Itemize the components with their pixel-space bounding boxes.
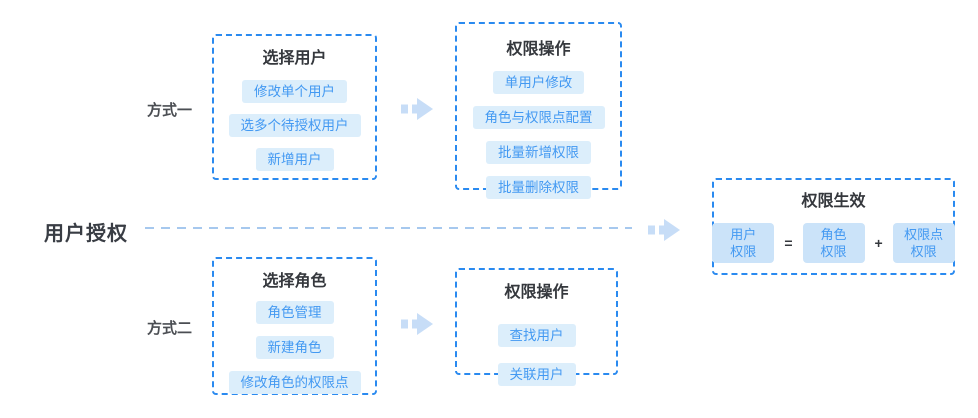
pill-create-role: 新建角色: [255, 336, 334, 359]
perm-ops-role-box: 权限操作 查找用户 关联用户: [455, 268, 618, 386]
flow-dashed-connector: [145, 227, 632, 229]
perm-effect-title: 权限生效: [801, 193, 866, 210]
plus-operator: +: [874, 235, 883, 251]
pill-role-management: 角色管理: [255, 301, 334, 324]
perm-ops-user-title: 权限操作: [506, 41, 571, 58]
select-role-box: 选择角色 角色管理 新建角色 修改角色的权限点: [212, 257, 377, 395]
arrow-right-icon: [401, 313, 433, 335]
pill-add-user: 新增用户: [255, 148, 334, 171]
pill-find-user: 查找用户: [497, 324, 576, 347]
select-user-title: 选择用户: [262, 50, 327, 67]
perm-effect-box: 权限生效 用户 权限 = 角色 权限 + 权限点 权限: [712, 178, 955, 275]
pill-link-user: 关联用户: [497, 363, 576, 386]
equals-operator: =: [784, 235, 793, 251]
term-perm-point-line2: 权限: [910, 244, 937, 259]
pill-role-perm-config: 角色与权限点配置: [472, 106, 605, 129]
perm-ops-role-title: 权限操作: [504, 284, 569, 301]
term-role-perm-line1: 角色: [820, 227, 847, 242]
pill-modify-role-perms: 修改角色的权限点: [228, 371, 361, 394]
select-user-items: 修改单个用户 选多个待授权用户 新增用户: [228, 80, 361, 171]
perm-ops-user-items: 单用户修改 角色与权限点配置 批量新增权限 批量删除权限: [472, 71, 605, 199]
term-user-perm: 用户 权限: [712, 223, 775, 263]
perm-ops-user-box: 权限操作 单用户修改 角色与权限点配置 批量新增权限 批量删除权限: [455, 22, 622, 199]
pill-batch-add-perm: 批量新增权限: [486, 141, 591, 164]
term-role-perm-line2: 权限: [820, 244, 847, 259]
term-user-perm-line2: 权限: [730, 244, 757, 259]
arrow-right-icon: [648, 219, 680, 241]
flow-title-label: 用户授权: [44, 223, 128, 245]
pill-batch-delete-perm: 批量删除权限: [486, 176, 591, 199]
method-one-label: 方式一: [147, 102, 193, 119]
term-role-perm: 角色 权限: [802, 223, 865, 263]
perm-effect-equation: 用户 权限 = 角色 权限 + 权限点 权限: [712, 223, 955, 263]
select-role-title: 选择角色: [262, 273, 327, 290]
pill-single-user-modify: 单用户修改: [492, 71, 585, 94]
term-perm-point-line1: 权限点: [904, 227, 944, 242]
term-perm-point: 权限点 权限: [892, 223, 955, 263]
method-two-label: 方式二: [147, 320, 193, 337]
perm-ops-role-items: 查找用户 关联用户: [497, 324, 576, 386]
select-user-box: 选择用户 修改单个用户 选多个待授权用户 新增用户: [212, 34, 377, 180]
pill-modify-single-user: 修改单个用户: [242, 80, 347, 103]
arrow-right-icon: [401, 98, 433, 120]
select-role-items: 角色管理 新建角色 修改角色的权限点: [228, 301, 361, 394]
pill-select-multiple-users: 选多个待授权用户: [228, 114, 361, 137]
term-user-perm-line1: 用户: [730, 227, 757, 242]
